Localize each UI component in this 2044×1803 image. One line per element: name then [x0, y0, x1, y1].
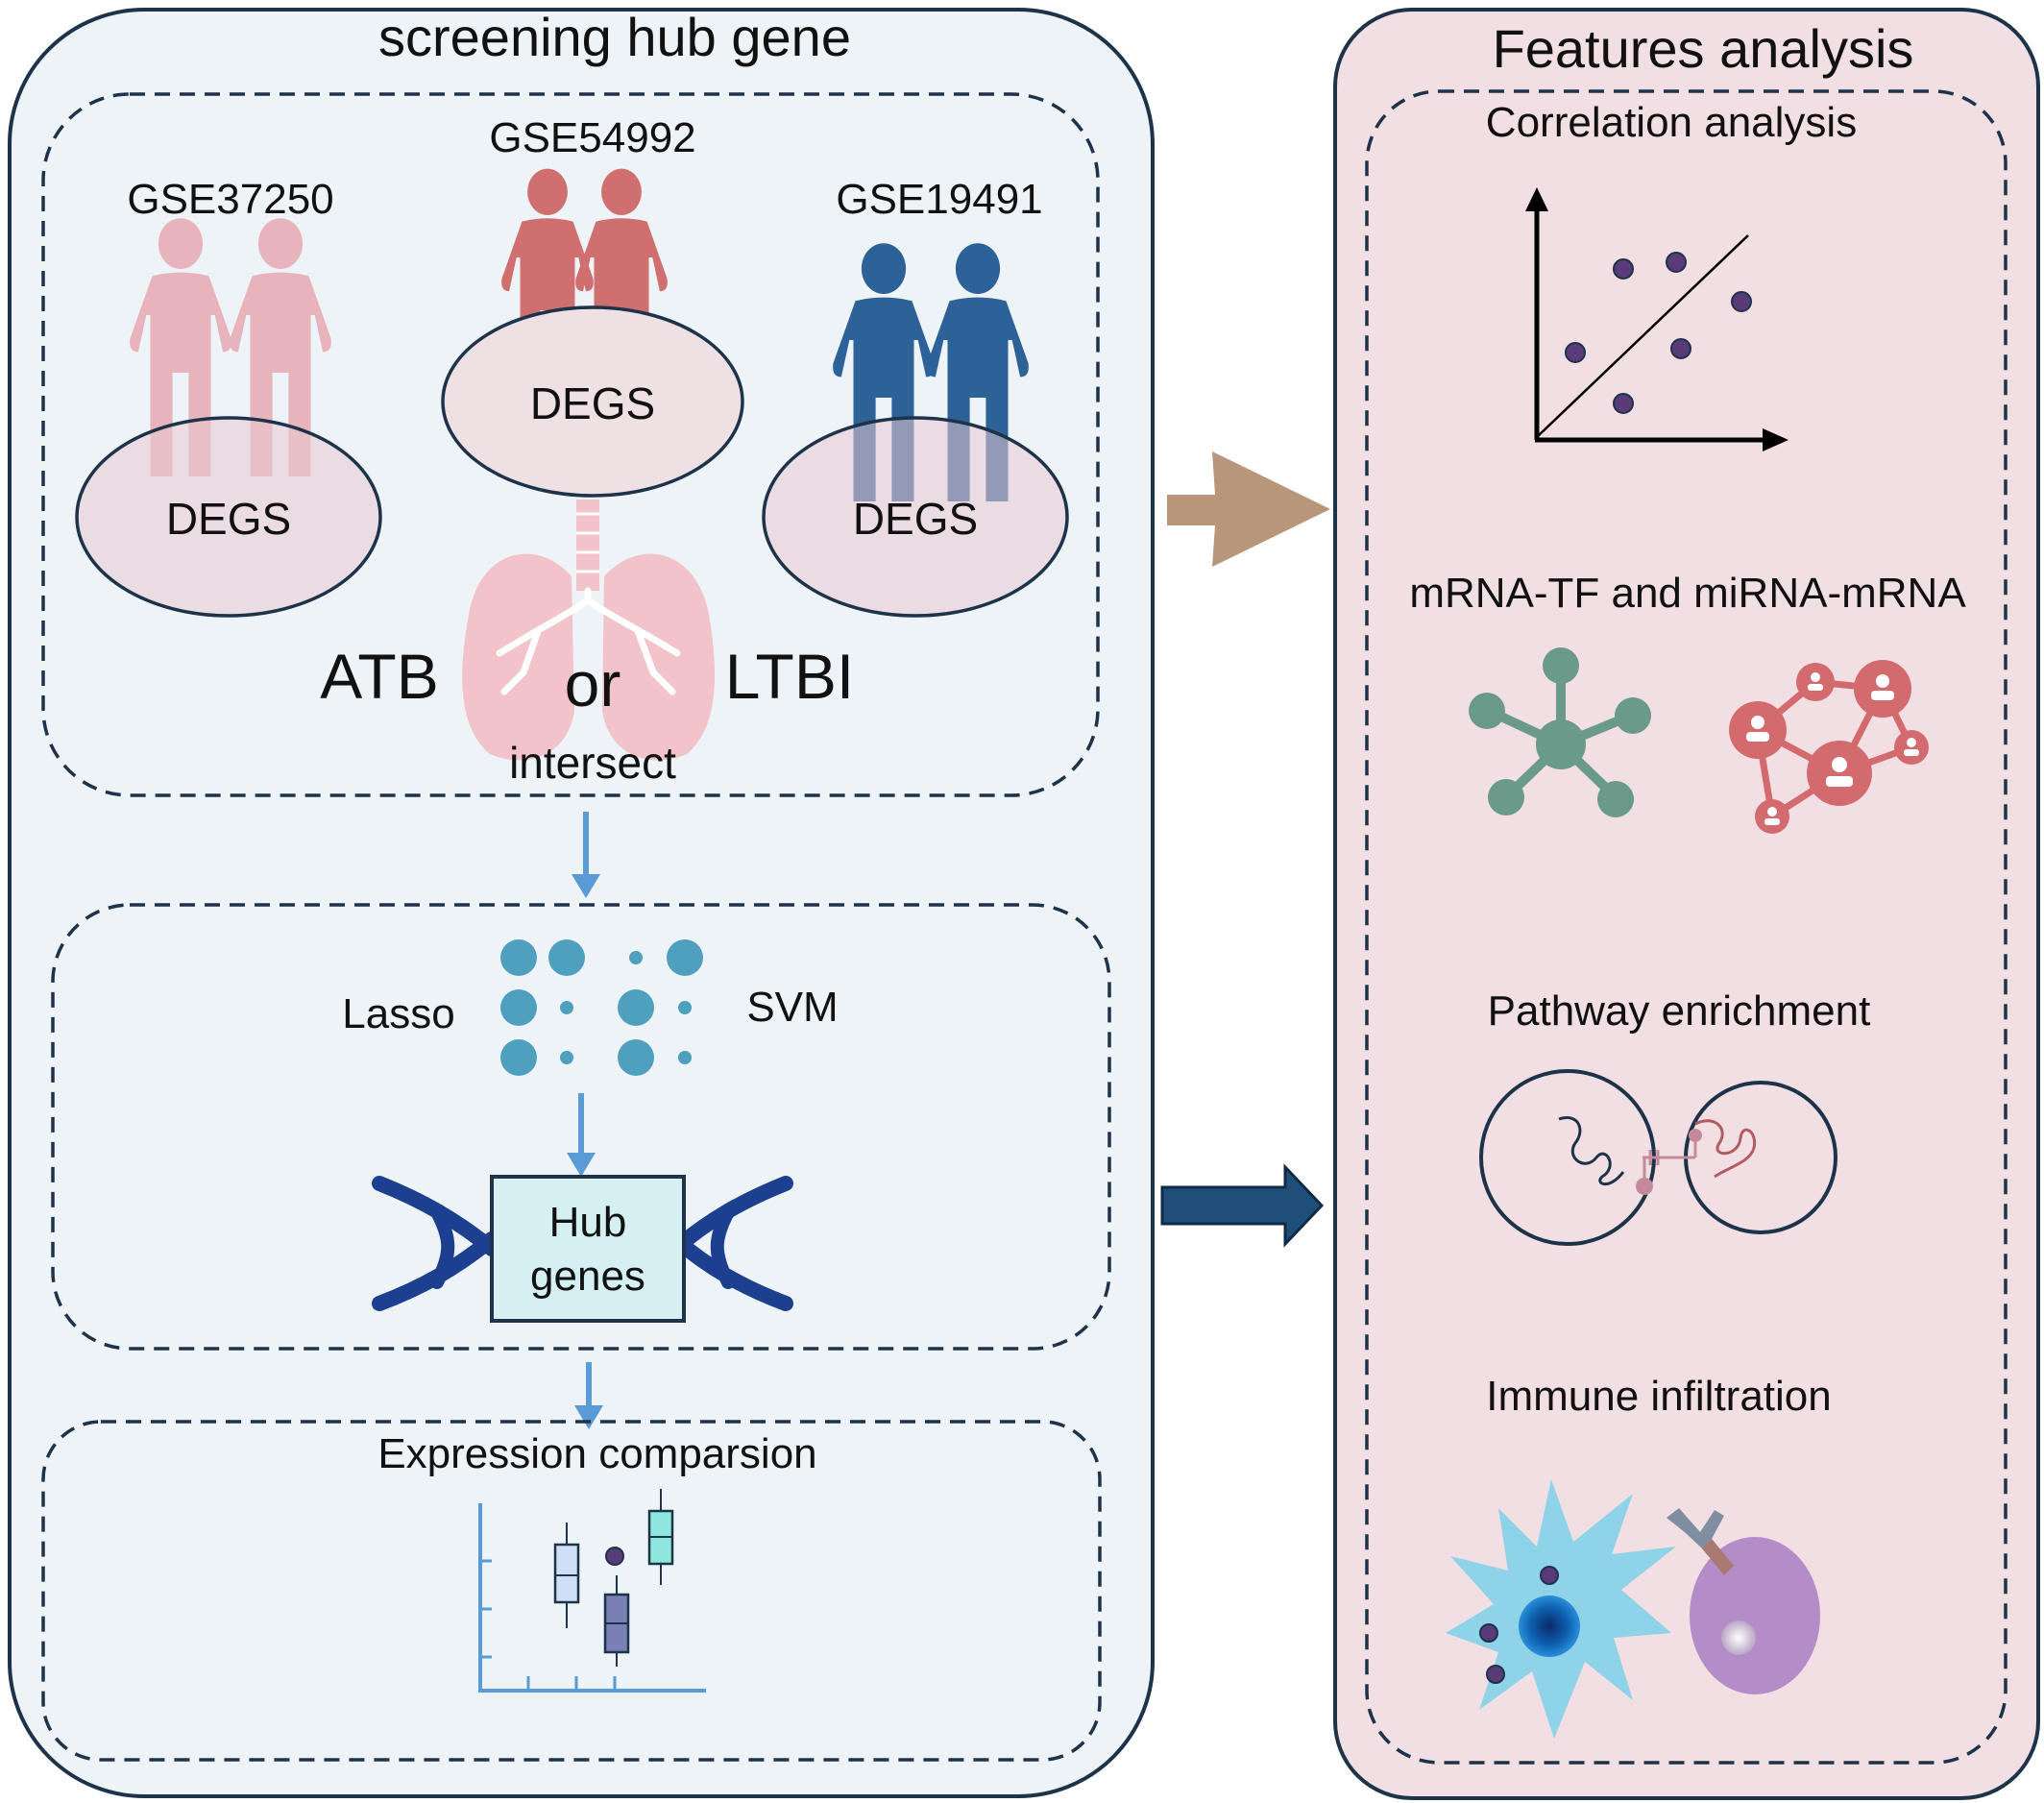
dataset-name-gse54992: GSE54992: [489, 114, 695, 161]
or-label: or: [565, 648, 621, 719]
pathway-label: Pathway enrichment: [1488, 987, 1871, 1035]
screening-panel-title: screening hub gene: [378, 7, 851, 67]
boxplot-icon: [478, 1489, 706, 1693]
lasso-label: Lasso: [342, 990, 454, 1037]
down-arrow-2: [567, 1093, 596, 1177]
navy-arrow: [1160, 1163, 1325, 1248]
scatter-plot-icon: [1525, 187, 1788, 451]
features-panel: [1333, 8, 2040, 1800]
degs-label-gse54992: DEGS: [530, 378, 655, 428]
degs-ellipse-gse37250: [75, 416, 382, 618]
dataset-name-gse37250: GSE37250: [127, 176, 333, 223]
degs-label-gse37250: DEGS: [166, 494, 291, 544]
dot-matrix-icon: [500, 939, 703, 1076]
lymphocyte-icon: [1667, 1508, 1820, 1694]
dna-right-icon: [668, 1176, 793, 1311]
expression-label: Expression comparsion: [377, 1430, 816, 1477]
degs-ellipse-gse19491: [762, 416, 1069, 618]
star-network-icon: [1469, 647, 1651, 817]
datasets-section: [41, 92, 1100, 797]
degs-ellipse-gse54992: [441, 305, 744, 498]
down-arrow-3: [574, 1362, 603, 1429]
features-panel-title: Features analysis: [1493, 18, 1914, 79]
intersect-label: intersect: [509, 738, 676, 788]
dendritic-cell-icon: [1446, 1479, 1676, 1739]
degs-label-gse19491: DEGS: [853, 494, 978, 544]
dna-left-icon: [372, 1176, 499, 1311]
social-network-icon: [1729, 660, 1929, 834]
pathway-cells-icon: [1479, 1069, 1837, 1246]
network-label: mRNA-TF and miRNA-mRNA: [1409, 570, 1966, 617]
hub-genes-box: [490, 1175, 686, 1323]
hub-genes-line2: genes: [530, 1253, 645, 1300]
feature-selection-section: [51, 903, 1111, 1351]
correlation-label: Correlation analysis: [1486, 99, 1857, 146]
atb-label: ATB: [320, 641, 438, 712]
svm-label: SVM: [746, 984, 838, 1031]
immune-label: Immune infiltration: [1486, 1373, 1831, 1420]
tan-arrow: [1167, 451, 1330, 567]
ltbi-label: LTBI: [725, 641, 854, 712]
down-arrow-1: [572, 812, 600, 898]
dataset-name-gse19491: GSE19491: [836, 176, 1042, 223]
lung-icon: [462, 499, 716, 761]
hub-genes-line1: Hub: [549, 1199, 627, 1246]
